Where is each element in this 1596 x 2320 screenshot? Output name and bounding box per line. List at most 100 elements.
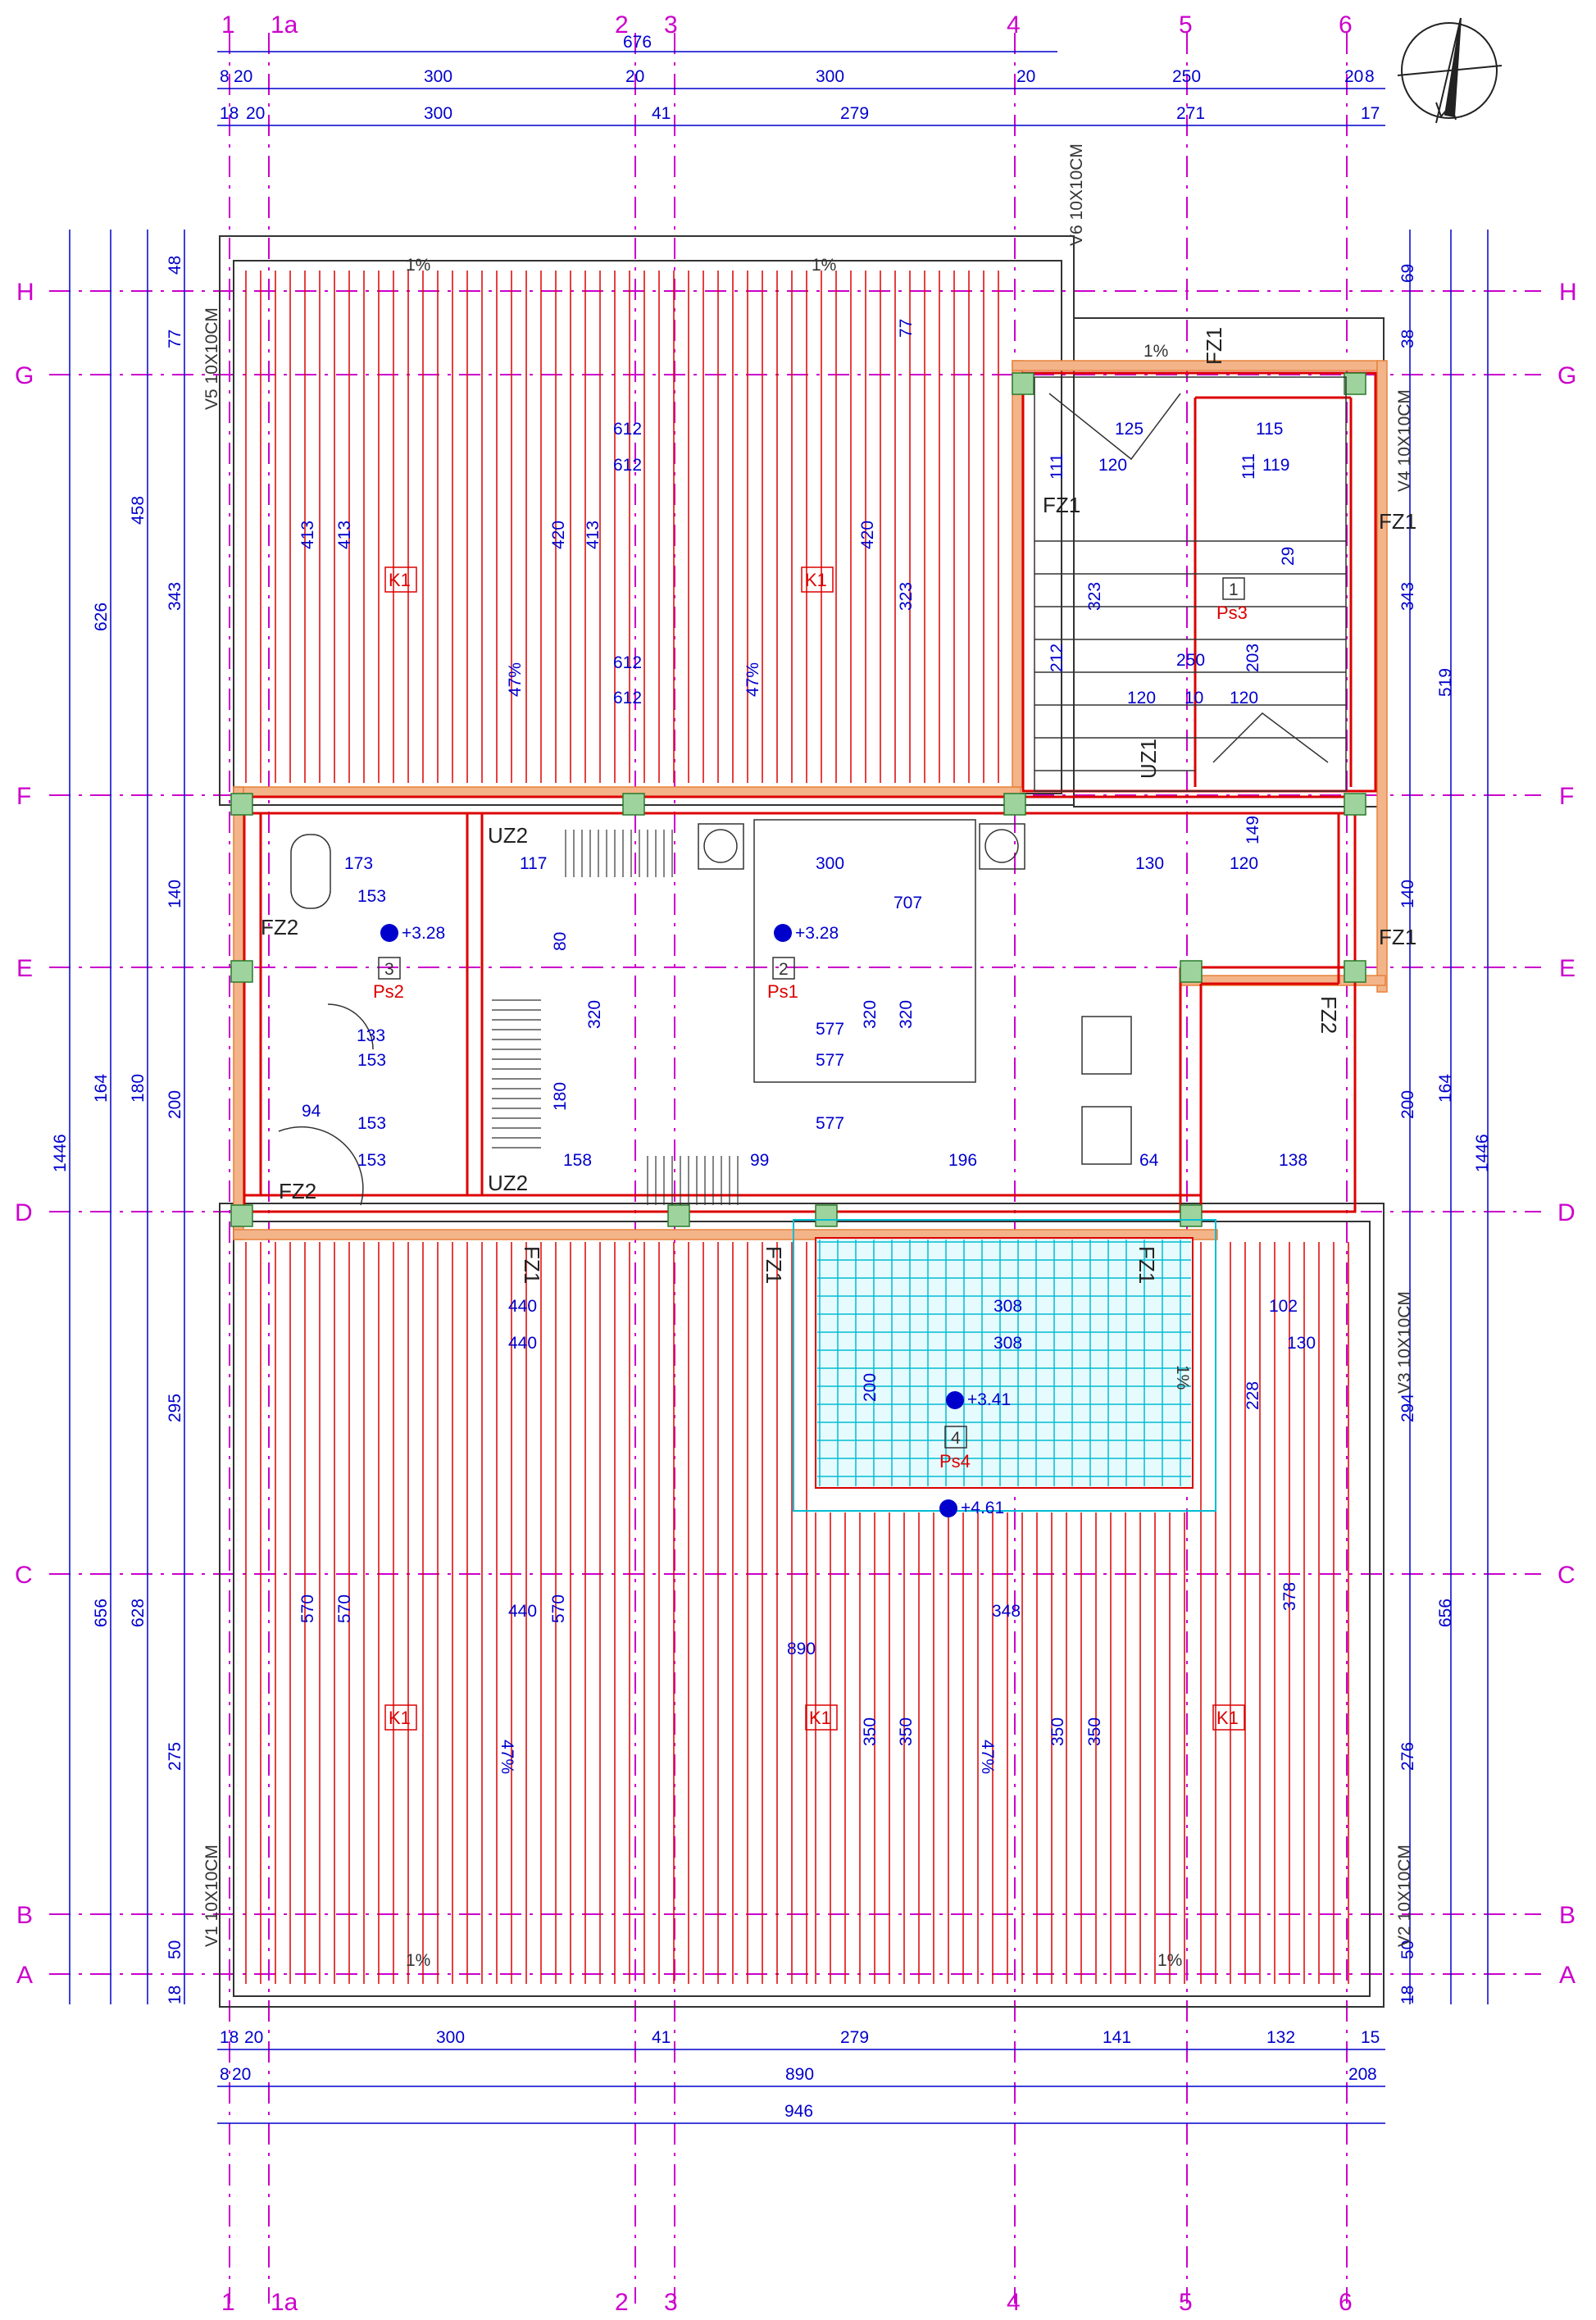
dim-left-inner-b: 180 xyxy=(129,1074,148,1103)
dim-mid-130: 130 xyxy=(1135,854,1164,873)
dim-mid-196: 196 xyxy=(948,1151,977,1170)
dim-low-308-b: 308 xyxy=(994,1334,1022,1353)
dim-right-inner-g: 276 xyxy=(1398,1742,1417,1771)
dim-bottom-r2-c: 890 xyxy=(785,2065,814,2084)
left-dimensions: 1446 626 164 656 458 180 628 48 77 343 1… xyxy=(51,256,184,2004)
room-number-4: 4 xyxy=(951,1429,961,1448)
gutter-label-e: 1% xyxy=(1157,1951,1182,1970)
top-dimensions: 676 8 20 300 20 300 20 250 20 8 18 20 30… xyxy=(220,33,1380,123)
dim-stair-29: 29 xyxy=(1279,547,1298,566)
dim-top-r1-e: 300 xyxy=(816,67,844,86)
dim-upper-413-b: 413 xyxy=(335,521,354,549)
dim-mid-320-b: 320 xyxy=(861,1000,880,1029)
axis-row-b-left: B xyxy=(16,1902,33,1929)
dim-right-inner-d: 140 xyxy=(1398,880,1417,908)
dim-stair-115: 115 xyxy=(1256,420,1283,439)
level-label-terrace: +4.61 xyxy=(961,1499,1004,1517)
dim-mid-94: 94 xyxy=(302,1102,321,1121)
fz1-label-b: FZ1 xyxy=(1379,509,1416,534)
level-label-ps4: +3.41 xyxy=(967,1390,1011,1409)
gutter-label-f: 1% xyxy=(1173,1365,1192,1390)
fz1-label-e: FZ1 xyxy=(520,1246,544,1284)
dim-mid-320-a: 320 xyxy=(585,1000,604,1029)
dim-right-mid-b: 164 xyxy=(1436,1074,1455,1103)
dim-top-r2-e: 279 xyxy=(840,104,869,123)
axis-row-e-right: E xyxy=(1559,955,1576,982)
interior-dimensions: 612 612 612 612 413 413 420 413 420 323 … xyxy=(298,319,1316,1746)
roof-tag-k1-a: K1 xyxy=(389,570,411,590)
dim-right-mid-a: 519 xyxy=(1436,668,1455,697)
uz1-label: UZ1 xyxy=(1136,739,1161,779)
axis-row-b-right: B xyxy=(1559,1902,1576,1929)
axis-row-d-right: D xyxy=(1557,1199,1576,1226)
column-label-v3: V3 10X10CM xyxy=(1395,1291,1414,1394)
axis-col-4-bottom: 4 xyxy=(1007,2289,1021,2316)
gutter-label-b: 1% xyxy=(812,256,836,275)
axis-row-d-left: D xyxy=(15,1199,33,1226)
dim-upper-323: 323 xyxy=(897,582,916,611)
room-number-1: 1 xyxy=(1229,580,1239,599)
dim-mid-173: 173 xyxy=(344,854,373,873)
dim-stair-111-b: 111 xyxy=(1239,453,1258,480)
dim-mid-80: 80 xyxy=(551,932,570,951)
axis-col-4-top: 4 xyxy=(1007,11,1021,39)
dim-mid-153-c: 153 xyxy=(357,1114,386,1133)
stairs-upper xyxy=(1034,376,1347,792)
roof-tag-k1-b: K1 xyxy=(805,570,827,590)
dim-top-r1-g: 250 xyxy=(1172,67,1201,86)
gutter-label-c: 1% xyxy=(1144,342,1168,361)
axis-col-3-bottom: 3 xyxy=(664,2289,678,2316)
dim-upper-612-c: 612 xyxy=(613,653,642,672)
column-posts xyxy=(230,372,1366,1227)
dim-bottom-r1-f: 141 xyxy=(1103,2028,1131,2047)
axis-row-a-right: A xyxy=(1559,1962,1576,1989)
dim-mid-158: 158 xyxy=(563,1151,592,1170)
dim-low-890: 890 xyxy=(787,1640,816,1658)
room-number-3: 3 xyxy=(384,960,394,979)
axis-row-f-right: F xyxy=(1559,783,1574,810)
axis-col-6-top: 6 xyxy=(1339,11,1353,39)
dim-mid-138: 138 xyxy=(1279,1151,1307,1170)
column-label-v6: V6 10X10CM xyxy=(1067,143,1086,246)
rafters-upper-roof xyxy=(245,271,999,783)
dim-left-detail-d: 140 xyxy=(166,880,184,908)
dim-right-total: 1446 xyxy=(1473,1134,1492,1172)
dim-left-mid-a: 626 xyxy=(92,603,111,631)
dim-low-350-a: 350 xyxy=(861,1717,880,1746)
dim-low-570-c: 570 xyxy=(549,1594,568,1623)
dim-mid-120: 120 xyxy=(1230,854,1258,873)
axis-row-e-left: E xyxy=(16,955,33,982)
dim-top-r1-b: 20 xyxy=(234,67,252,86)
dim-bottom-r1-g: 132 xyxy=(1266,2028,1295,2047)
dim-left-detail-i: 18 xyxy=(166,1986,184,2004)
axis-col-1-bottom: 1 xyxy=(221,2289,235,2316)
axis-col-1-top: 1 xyxy=(221,11,235,39)
dim-top-r2-g: 17 xyxy=(1361,104,1380,123)
axis-col-2-top: 2 xyxy=(615,11,629,39)
roof-tags: K1 K1 K1 K1 K1 47% 47% 47% 47% 1% 1% 1% … xyxy=(261,256,1416,1970)
dim-right-inner-a: 69 xyxy=(1398,264,1417,283)
dim-bottom-r1-c: 300 xyxy=(436,2028,465,2047)
room-code-ps4: Ps4 xyxy=(939,1451,971,1472)
slope-label-d: 47% xyxy=(978,1740,997,1774)
column-label-v4: V4 10X10CM xyxy=(1395,389,1414,492)
dim-bottom-r1-h: 15 xyxy=(1361,2028,1380,2047)
dim-left-detail-g: 275 xyxy=(166,1742,184,1771)
axis-col-5-bottom: 5 xyxy=(1179,2289,1193,2316)
dim-bottom-r1-d: 41 xyxy=(652,2028,671,2047)
roof-tag-k1-c: K1 xyxy=(389,1708,411,1728)
dim-stair-250: 250 xyxy=(1176,651,1205,670)
rafters-lower-roof xyxy=(245,1242,1349,1984)
fz2-label-a: FZ2 xyxy=(261,915,298,939)
dim-low-348: 348 xyxy=(992,1602,1021,1621)
dim-mid-117: 117 xyxy=(520,854,547,873)
level-label-ps2: +3.28 xyxy=(402,924,445,943)
dim-mid-153: 153 xyxy=(357,887,386,906)
dim-left-detail-h: 50 xyxy=(166,1940,184,1959)
dim-upper-420-b: 420 xyxy=(858,521,877,549)
column-label-v2: V2 10X10CM xyxy=(1395,1845,1414,1947)
dim-bottom-r1-e: 279 xyxy=(840,2028,869,2047)
dim-left-mid-c: 656 xyxy=(92,1599,111,1627)
bottom-dimensions: 18 20 300 41 279 141 132 15 8 20 890 20 … xyxy=(220,2028,1380,2121)
